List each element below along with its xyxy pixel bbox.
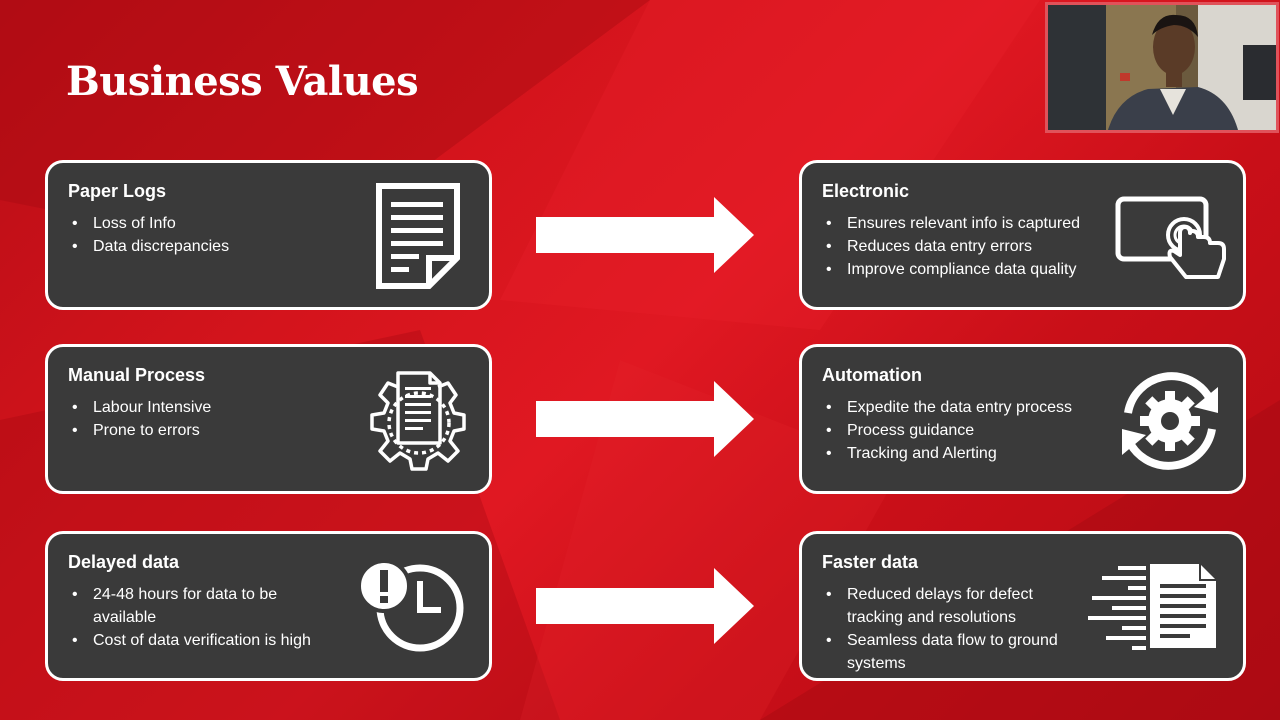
bullet-list: 24-48 hours for data to be available Cos… — [68, 583, 332, 652]
bullet-item: Reduces data entry errors — [826, 235, 1223, 258]
card-manual-process: Manual Process Labour Intensive Prone to… — [45, 344, 492, 494]
bullet-item: Expedite the data entry process — [826, 396, 1223, 419]
card-automation: Automation Expedite the data entry proce… — [799, 344, 1246, 494]
arrow-delayed-to-faster — [536, 568, 754, 644]
bullet-list: Labour Intensive Prone to errors — [68, 396, 469, 442]
touchscreen-icon — [1115, 196, 1226, 279]
card-title: Paper Logs — [68, 181, 167, 201]
card-paper-logs: Paper Logs Loss of Info Data discrepanci… — [45, 160, 492, 310]
card-title: Faster data — [822, 552, 919, 572]
card-title: Electronic — [822, 181, 910, 201]
arrow-paper-to-electronic — [536, 197, 754, 273]
bullet-item: 24-48 hours for data to be available — [72, 583, 332, 629]
bullet-list: Reduced delays for defect tracking and r… — [822, 583, 1086, 675]
gear-document-icon — [370, 371, 466, 471]
card-faster-data: Faster data Reduced delays for defect tr… — [799, 531, 1246, 681]
card-title: Delayed data — [68, 552, 180, 572]
fast-document-icon — [1088, 564, 1216, 650]
document-icon — [376, 183, 460, 289]
alert-clock-icon — [358, 559, 464, 652]
bullet-item: Loss of Info — [72, 212, 469, 235]
slide-title: Business Values — [66, 58, 419, 105]
bullet-item: Prone to errors — [72, 419, 469, 442]
arrow-manual-to-automation — [536, 381, 754, 457]
bullet-item: Labour Intensive — [72, 396, 469, 419]
presenter-video — [1045, 2, 1279, 133]
bullet-item: Ensures relevant info is captured — [826, 212, 1223, 235]
bullet-list: Ensures relevant info is captured Reduce… — [822, 212, 1223, 281]
bullet-item: Improve compliance data quality — [826, 258, 1223, 281]
bullet-item: Tracking and Alerting — [826, 442, 1223, 465]
bullet-item: Seamless data flow to ground systems — [826, 629, 1086, 675]
bullet-item: Process guidance — [826, 419, 1223, 442]
bullet-list: Expedite the data entry process Process … — [822, 396, 1223, 465]
bullet-item: Cost of data verification is high — [72, 629, 332, 652]
gear-cycle-icon — [1122, 372, 1218, 470]
card-delayed-data: Delayed data 24-48 hours for data to be … — [45, 531, 492, 681]
bullet-item: Data discrepancies — [72, 235, 469, 258]
card-electronic: Electronic Ensures relevant info is capt… — [799, 160, 1246, 310]
bullet-list: Loss of Info Data discrepancies — [68, 212, 469, 258]
card-title: Automation — [822, 365, 922, 385]
card-title: Manual Process — [68, 365, 206, 385]
bullet-item: Reduced delays for defect tracking and r… — [826, 583, 1086, 629]
